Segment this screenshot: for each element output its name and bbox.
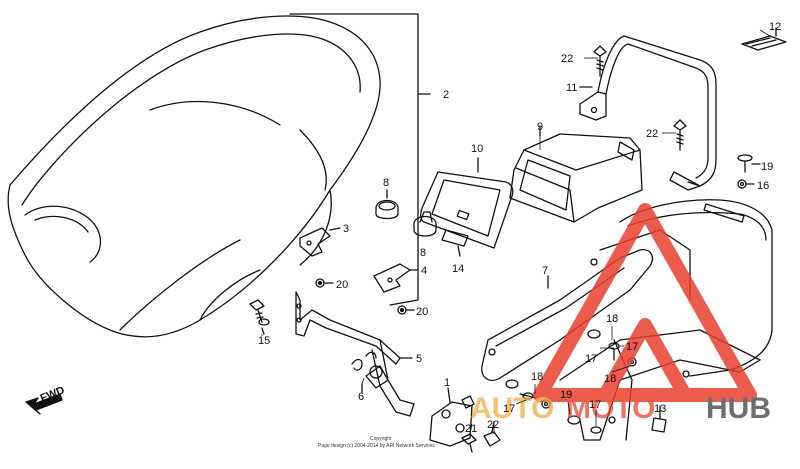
callout-18-c: 18 [531, 371, 543, 383]
nut-20-upper [315, 278, 334, 288]
callout-16: 16 [757, 180, 769, 192]
callout-17-c: 17 [503, 403, 515, 415]
callout-22-c: 22 [487, 419, 499, 431]
bracket-4 [373, 263, 419, 293]
callout-labels: 2 3 4 5 6 7 8 8 9 10 11 12 13 14 15 16 1… [258, 21, 781, 435]
callout-22-a: 22 [561, 53, 573, 65]
callout-1: 1 [444, 377, 450, 389]
label-13 [651, 405, 667, 433]
callout-8-lower: 8 [420, 247, 426, 259]
emblem-trim [741, 27, 787, 51]
watermark-auto: AUTO [470, 392, 554, 425]
callout-20-a: 20 [336, 279, 348, 291]
bolt-22-upper [593, 45, 607, 77]
grab-rail [579, 35, 717, 191]
seat-callout-bracket [289, 13, 431, 306]
callout-17-d: 17 [589, 399, 601, 411]
copyright-line-1: Copyright [370, 436, 392, 442]
rubber-cushion-lower [413, 211, 437, 237]
callout-13: 13 [654, 403, 666, 415]
leader-lines [261, 29, 771, 435]
bolt-15 [249, 299, 270, 335]
callout-14: 14 [452, 263, 464, 275]
seat-illustration [7, 15, 381, 338]
bracket-3 [299, 227, 341, 257]
bolt-22-middle [673, 119, 687, 151]
callout-8-upper: 8 [383, 177, 389, 189]
callout-18-b: 18 [604, 373, 616, 385]
callout-20-b: 20 [416, 306, 428, 318]
grommet-16 [737, 179, 755, 189]
watermark-hub: HUB [706, 392, 771, 425]
watermark-moto: MOTO [566, 392, 655, 425]
callout-17-b: 17 [626, 341, 638, 353]
forward-arrow-icon [25, 393, 63, 415]
spring-6 [351, 351, 389, 393]
label-sticker [441, 229, 469, 257]
bolt-21 [461, 433, 477, 453]
callout-4: 4 [421, 265, 427, 277]
tool-box [509, 125, 643, 223]
watermark-logo: AUTO MOTO HUB [470, 203, 771, 425]
callout-22-b: 22 [646, 128, 658, 140]
rubber-cushion-upper [375, 189, 399, 220]
callout-11: 11 [566, 82, 577, 94]
screw-19-upper [737, 154, 761, 173]
callout-10: 10 [471, 143, 483, 155]
tool-tray-lid [420, 157, 514, 249]
callout-19-a: 19 [761, 161, 773, 173]
callout-9: 9 [537, 121, 543, 133]
callout-17-a: 17 [585, 353, 597, 365]
callout-7: 7 [542, 265, 548, 277]
callout-19-b: 19 [560, 389, 572, 401]
callout-3: 3 [343, 223, 349, 235]
seat-lock [429, 387, 475, 447]
callout-6: 6 [358, 391, 364, 403]
callout-15: 15 [258, 335, 270, 347]
callout-18-a: 18 [606, 313, 618, 325]
nut-20-lower [397, 305, 415, 315]
callout-2: 2 [443, 89, 449, 101]
callout-12: 12 [769, 21, 781, 33]
seat-lock-rod [295, 291, 415, 417]
bolt-22-lower [483, 421, 501, 447]
callout-5: 5 [416, 353, 422, 365]
copyright-line-2: Page design (c) 2004-2014 by ARI Network… [318, 443, 435, 449]
